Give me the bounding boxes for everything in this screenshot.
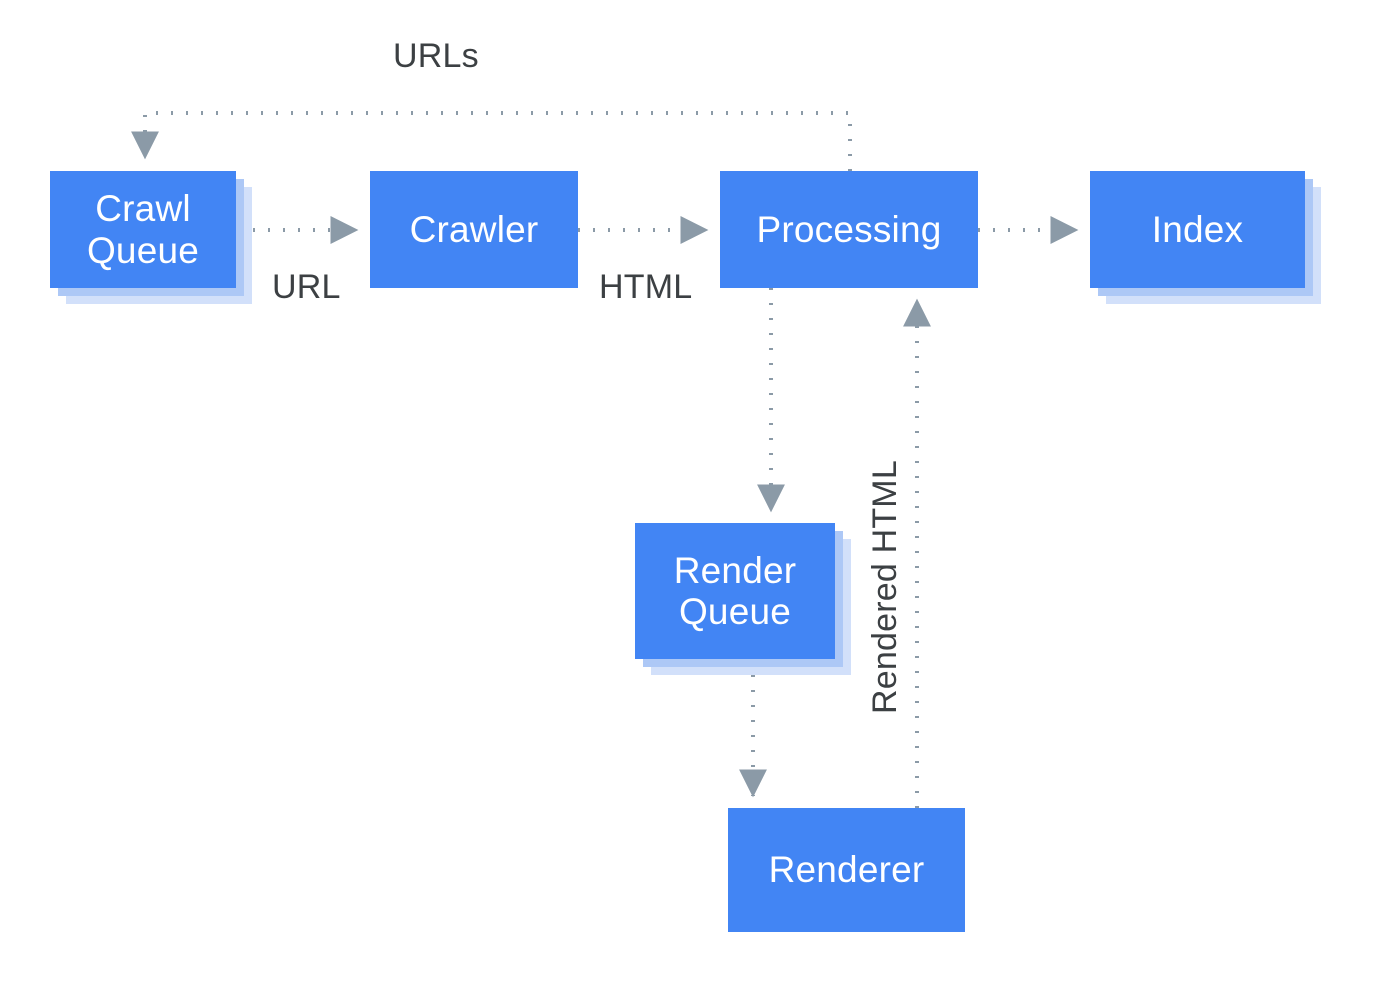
node-label-crawl-queue: Crawl Queue bbox=[86, 188, 200, 271]
node-face bbox=[50, 171, 236, 288]
connector-urls bbox=[131, 111, 852, 171]
node-label-crawler: Crawler bbox=[409, 208, 539, 250]
node-face bbox=[1090, 171, 1305, 288]
node-processing[interactable]: Processing bbox=[720, 171, 978, 288]
node-label-index: Index bbox=[1151, 208, 1244, 250]
node-label-renderer: Renderer bbox=[768, 849, 925, 891]
node-face bbox=[720, 171, 978, 288]
edge-label-url: URL bbox=[272, 268, 341, 306]
edge-label-rendered-html: Rendered HTML bbox=[866, 460, 904, 714]
edge-label-html: HTML bbox=[599, 268, 693, 306]
node-label-processing: Processing bbox=[756, 208, 942, 250]
node-crawler[interactable]: Crawler bbox=[370, 171, 578, 288]
edge-label-urls: URLs bbox=[393, 37, 479, 75]
node-renderer[interactable]: Renderer bbox=[728, 808, 965, 932]
node-render-queue[interactable]: Render Queue bbox=[635, 523, 851, 675]
node-face bbox=[370, 171, 578, 288]
node-label-render-queue: Render Queue bbox=[673, 549, 797, 632]
node-face bbox=[728, 808, 965, 932]
node-crawl-queue[interactable]: Crawl Queue bbox=[50, 171, 252, 304]
node-face bbox=[635, 523, 835, 659]
node-index[interactable]: Index bbox=[1090, 171, 1321, 304]
